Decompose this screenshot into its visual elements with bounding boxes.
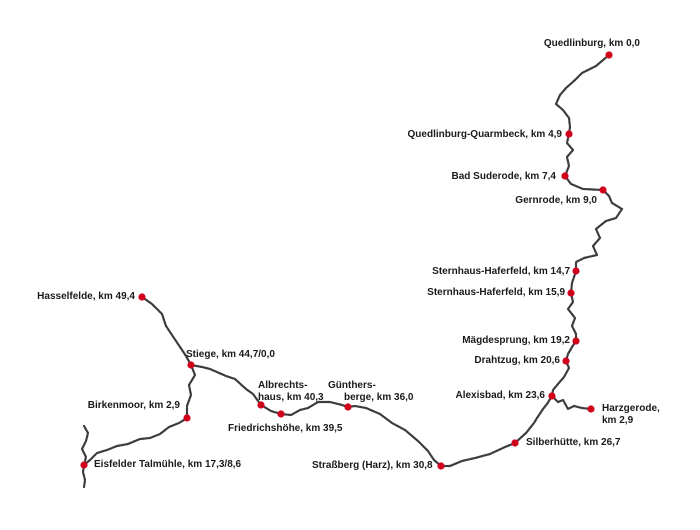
station-label-birkenmoor: Birkenmoor, km 2,9 [87,400,180,411]
station-label-harzgerode-line2: km 2,9 [602,415,634,426]
station-dot-strassberg [437,462,445,470]
station-label-drahtzug: Drahtzug, km 20,6 [474,355,560,366]
track-stub-north [80,424,90,467]
station-label-sternhaus-159: Sternhaus-Haferfeld, km 15,9 [427,287,565,298]
station-dot-harzgerode [587,405,595,413]
station-label-quarmbeck: Quedlinburg-Quarmbeck, km 4,9 [407,129,562,140]
station-dot-friedrichshoehe [277,410,285,418]
station-label-bad-suderode: Bad Suderode, km 7,4 [451,171,556,182]
station-label-gernrode: Gernrode, km 9,0 [515,195,597,206]
station-label-eisfelder: Eisfelder Talmühle, km 17,3/8,6 [94,459,242,470]
station-dot-gernrode [599,186,607,194]
station-label-maegdesprung: Mägdesprung, km 19,2 [462,335,570,346]
station-label-harzgerode-line1: Harzgerode, [602,403,660,414]
station-label-stiege: Stiege, km 44,7/0,0 [186,349,275,360]
station-dot-stiege [187,361,195,369]
station-label-alexisbad: Alexisbad, km 23,6 [455,390,546,401]
station-label-hasselfelde: Hasselfelde, km 49,4 [37,291,135,302]
station-label-guenthersberge-line1: Günthers- [328,380,376,391]
station-dot-sternhaus-147 [572,267,580,275]
station-dot-quedlinburg [605,51,613,59]
station-dot-drahtzug [562,357,570,365]
station-dot-silberhuette [511,439,519,447]
track-harzgerode-branch [550,394,593,411]
station-label-sternhaus-147: Sternhaus-Haferfeld, km 14,7 [432,266,570,277]
station-dot-bad-suderode [561,172,569,180]
station-label-strassberg: Straßberg (Harz), km 30,8 [312,460,433,471]
station-dot-sternhaus-159 [567,289,575,297]
station-label-silberhuette: Silberhütte, km 26,7 [526,437,621,448]
station-label-quedlinburg: Quedlinburg, km 0,0 [543,38,640,49]
station-dot-eisfelder [80,461,88,469]
station-label-guenthersberge-line2: berge, km 36,0 [344,392,414,403]
track-main-line [140,53,624,468]
station-label-friedrichshoehe: Friedrichshöhe, km 39,5 [228,423,343,434]
track-stiege-branch [82,363,197,467]
station-dot-guenthersberge [344,403,352,411]
station-dot-alexisbad [548,392,556,400]
station-dot-birkenmoor [183,414,191,422]
station-label-albrechtshaus-line2: haus, km 40,3 [258,392,324,403]
station-dot-hasselfelde [138,293,146,301]
station-dot-quarmbeck [565,130,573,138]
station-dot-albrechtshaus [257,401,265,409]
station-label-albrechtshaus-line1: Albrechts- [258,380,308,391]
station-dot-maegdesprung [572,337,580,345]
